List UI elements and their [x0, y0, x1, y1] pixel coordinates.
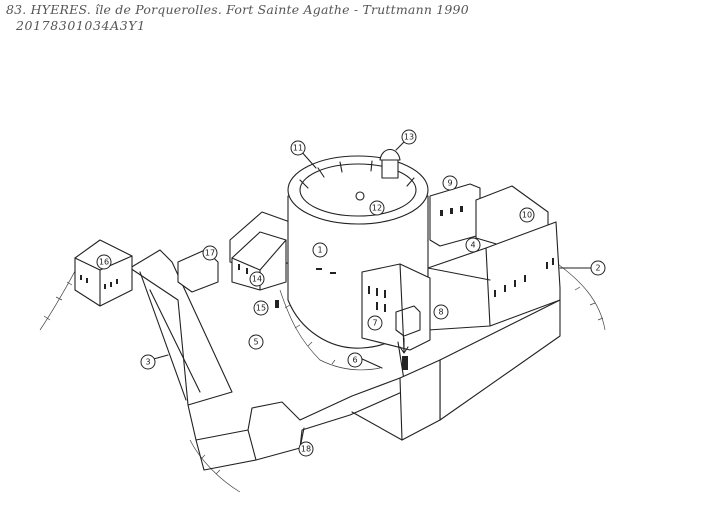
callout-5: 5 [248, 334, 264, 350]
svg-text:18: 18 [301, 445, 311, 454]
callout-1: 1 [312, 242, 328, 258]
front-building [351, 263, 441, 441]
svg-text:1: 1 [317, 246, 322, 255]
svg-text:5: 5 [253, 338, 258, 347]
svg-text:16: 16 [99, 258, 109, 267]
left-barracks [74, 239, 133, 307]
callout-leaders [149, 137, 597, 369]
courtyard-buildings [177, 211, 291, 308]
svg-text:11: 11 [293, 144, 303, 153]
callout-10: 10 [519, 207, 535, 223]
svg-text:2: 2 [595, 264, 600, 273]
callout-13: 13 [401, 129, 417, 145]
callout-12: 12 [369, 200, 385, 216]
callout-17: 17 [202, 245, 218, 261]
drawing-reference: 20178301034A3Y1 [16, 18, 146, 33]
svg-text:12: 12 [372, 204, 382, 213]
callout-9: 9 [442, 175, 458, 191]
callout-11: 11 [290, 140, 306, 156]
callout-16: 16 [96, 254, 112, 270]
svg-text:7: 7 [372, 319, 377, 328]
svg-text:4: 4 [470, 241, 475, 250]
svg-text:13: 13 [404, 133, 414, 142]
callout-14: 14 [249, 271, 265, 287]
callout-6: 6 [347, 352, 363, 368]
callout-7: 7 [367, 315, 383, 331]
svg-text:3: 3 [145, 358, 150, 367]
right-buildings [427, 183, 561, 421]
svg-text:6: 6 [352, 356, 357, 365]
drawing-title: 83. HYERES. île de Porquerolles. Fort Sa… [6, 2, 469, 17]
callout-4: 4 [465, 237, 481, 253]
callout-2: 2 [590, 260, 606, 276]
callout-15: 15 [253, 300, 269, 316]
callout-3: 3 [140, 354, 156, 370]
svg-text:15: 15 [256, 304, 266, 313]
svg-text:14: 14 [252, 275, 262, 284]
svg-text:8: 8 [438, 308, 443, 317]
svg-text:9: 9 [447, 179, 452, 188]
svg-text:10: 10 [522, 211, 532, 220]
callout-18: 18 [298, 441, 314, 457]
terrain [39, 261, 606, 493]
callout-8: 8 [433, 304, 449, 320]
svg-text:17: 17 [205, 249, 215, 258]
